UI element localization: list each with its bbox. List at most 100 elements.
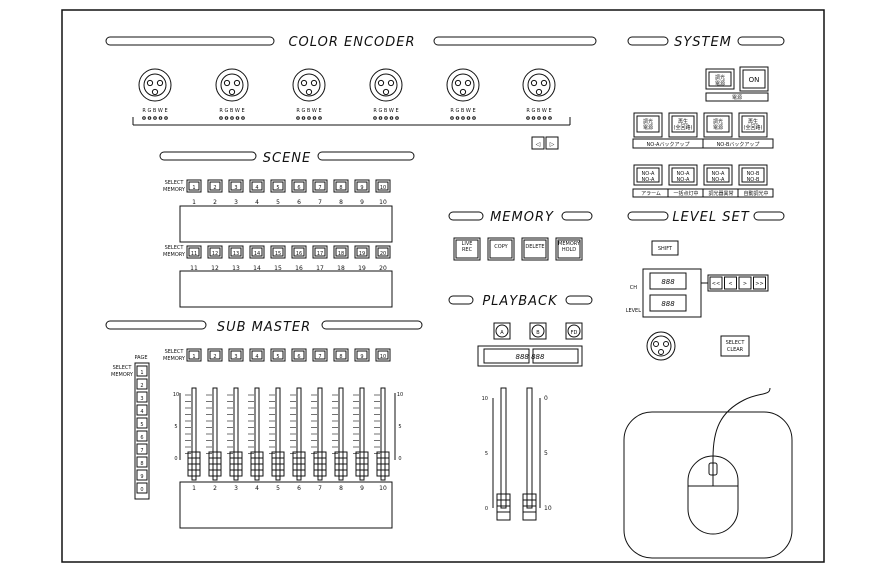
scene-button-12[interactable]: 12 bbox=[207, 245, 223, 259]
svg-text:PAGE: PAGE bbox=[134, 355, 147, 361]
sub-select-button-5[interactable]: 5 bbox=[270, 348, 286, 362]
memory-button-3[interactable]: DELETE bbox=[521, 237, 549, 261]
page-button-1[interactable]: 1 bbox=[136, 365, 148, 377]
page-button-3[interactable]: 3 bbox=[136, 391, 148, 403]
encoder-legend-4: R G B W E bbox=[373, 108, 398, 114]
page-button-7[interactable]: 7 bbox=[136, 443, 148, 455]
svg-text:電源: 電源 bbox=[643, 124, 653, 131]
scene-button-1[interactable]: 1 bbox=[186, 179, 202, 193]
scene-button-2[interactable]: 2 bbox=[207, 179, 223, 193]
encoder-led bbox=[389, 116, 394, 120]
scene-button-15[interactable]: 15 bbox=[270, 245, 286, 259]
sub-select-button-6[interactable]: 6 bbox=[291, 348, 307, 362]
encoder-legend-5: R G B W E bbox=[450, 108, 475, 114]
sub-select-button-3[interactable]: 3 bbox=[228, 348, 244, 362]
level-arrow-button-4[interactable]: >> bbox=[753, 276, 766, 290]
page-button-2[interactable]: 2 bbox=[136, 378, 148, 390]
svg-text:3: 3 bbox=[234, 185, 237, 191]
page-button-4[interactable]: 4 bbox=[136, 404, 148, 416]
scene-button-20[interactable]: 20 bbox=[375, 245, 391, 259]
ch-display bbox=[649, 272, 687, 290]
sub-fader-5[interactable] bbox=[271, 451, 285, 477]
scene-button-8[interactable]: 8 bbox=[333, 179, 349, 193]
scene-number-15: 15 bbox=[274, 265, 282, 272]
sub-select-button-1[interactable]: 1 bbox=[186, 348, 202, 362]
scene-button-14[interactable]: 14 bbox=[249, 245, 265, 259]
scene-button-17[interactable]: 17 bbox=[312, 245, 328, 259]
sub-fader-6[interactable] bbox=[292, 451, 306, 477]
scene-button-10[interactable]: 10 bbox=[375, 179, 391, 193]
level-arrow-button-3[interactable]: > bbox=[738, 276, 752, 290]
scene-button-18[interactable]: 18 bbox=[333, 245, 349, 259]
page-button-6[interactable]: 6 bbox=[136, 430, 148, 442]
scene-button-6[interactable]: 6 bbox=[291, 179, 307, 193]
power-label: 電源 bbox=[732, 94, 742, 101]
page-button-9[interactable]: 9 bbox=[136, 469, 148, 481]
system-backup-button-2[interactable]: 再生(全回路) bbox=[668, 112, 698, 138]
level-encoder-knob[interactable] bbox=[646, 331, 676, 361]
sub-fader-7[interactable] bbox=[313, 451, 327, 477]
scene-button-7[interactable]: 7 bbox=[312, 179, 328, 193]
sub-fader-2[interactable] bbox=[208, 451, 222, 477]
sub-select-button-2[interactable]: 2 bbox=[207, 348, 223, 362]
system-backup-button-4[interactable]: 再生(全回路) bbox=[738, 112, 768, 138]
level-arrow-button-2[interactable]: < bbox=[724, 276, 737, 290]
sub-fader-10[interactable] bbox=[376, 451, 390, 477]
scene-button-9[interactable]: 9 bbox=[354, 179, 370, 193]
playback-fader-a[interactable] bbox=[496, 493, 511, 521]
scene-button-3[interactable]: 3 bbox=[228, 179, 244, 193]
power-on-button[interactable] bbox=[739, 66, 769, 92]
color-encoder-knob-6[interactable] bbox=[522, 68, 556, 102]
svg-text:電源: 電源 bbox=[713, 124, 723, 131]
playback-fader-b[interactable] bbox=[522, 493, 537, 521]
scene-button-16[interactable]: 16 bbox=[291, 245, 307, 259]
scene-button-19[interactable]: 19 bbox=[354, 245, 370, 259]
scene-number-3: 3 bbox=[234, 199, 238, 206]
playback-button-a[interactable]: A bbox=[493, 322, 511, 340]
sub-fader-8[interactable] bbox=[334, 451, 348, 477]
color-encoder-knob-2[interactable] bbox=[215, 68, 249, 102]
scene-number-6: 6 bbox=[297, 199, 301, 206]
scene-button-4[interactable]: 4 bbox=[249, 179, 265, 193]
sub-fader-track bbox=[296, 387, 302, 481]
color-encoder-knob-3[interactable] bbox=[292, 68, 326, 102]
color-encoder-knob-5[interactable] bbox=[446, 68, 480, 102]
sub-fader-track bbox=[380, 387, 386, 481]
sub-select-button-8[interactable]: 8 bbox=[333, 348, 349, 362]
mouse-icon[interactable] bbox=[687, 455, 739, 535]
sub-fader-1[interactable] bbox=[187, 451, 201, 477]
level-arrow-button-1[interactable]: << bbox=[709, 276, 723, 290]
playback-button-b[interactable]: B bbox=[529, 322, 547, 340]
sub-fader-3[interactable] bbox=[229, 451, 243, 477]
encoder-prev-button[interactable] bbox=[531, 136, 545, 150]
system-status-lamp-2: NO-ANO-A bbox=[668, 164, 698, 186]
playback-button-fd[interactable]: FD bbox=[565, 322, 583, 340]
memory-button-2[interactable]: COPY bbox=[487, 237, 515, 261]
color-encoder-knob-1[interactable] bbox=[138, 68, 172, 102]
select-clear-button[interactable] bbox=[720, 335, 750, 357]
page-button-5[interactable]: 5 bbox=[136, 417, 148, 429]
sub-select-button-10[interactable]: 10 bbox=[375, 348, 391, 362]
sub-select-button-9[interactable]: 9 bbox=[354, 348, 370, 362]
shift-button[interactable] bbox=[651, 240, 679, 256]
page-button-0[interactable]: 0 bbox=[136, 482, 148, 494]
scene-button-13[interactable]: 13 bbox=[228, 245, 244, 259]
svg-text:SHIFT: SHIFT bbox=[658, 246, 673, 252]
scene-button-11[interactable]: 11 bbox=[186, 245, 202, 259]
scene-button-5[interactable]: 5 bbox=[270, 179, 286, 193]
encoder-next-button[interactable] bbox=[545, 136, 559, 150]
backup-label-a: NO-Aバックアップ bbox=[647, 142, 690, 148]
svg-text:7: 7 bbox=[140, 448, 143, 454]
page-button-8[interactable]: 8 bbox=[136, 456, 148, 468]
color-encoder-knob-4[interactable] bbox=[369, 68, 403, 102]
sub-select-button-4[interactable]: 4 bbox=[249, 348, 265, 362]
sub-fader-4[interactable] bbox=[250, 451, 264, 477]
sub-select-button-7[interactable]: 7 bbox=[312, 348, 328, 362]
sub-fader-9[interactable] bbox=[355, 451, 369, 477]
